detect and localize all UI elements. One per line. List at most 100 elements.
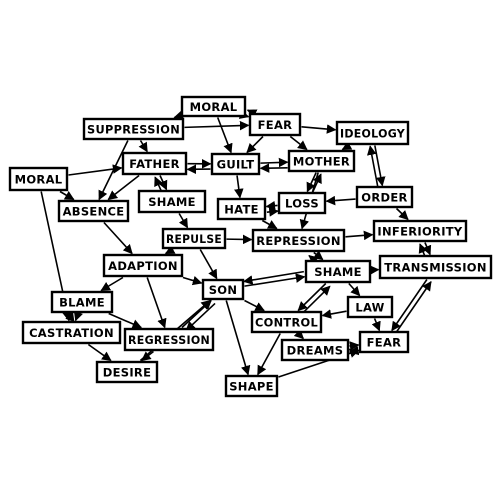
edge-hate-to-repression [261, 219, 278, 230]
node-label: MORAL [190, 100, 238, 114]
node-fear-top: FEAR [248, 112, 302, 137]
node-control: CONTROL [250, 310, 323, 334]
edge-ideology-to-mother [341, 141, 353, 151]
node-box [95, 360, 159, 384]
node-label: CONTROL [255, 316, 318, 330]
node-label: MORAL [15, 173, 63, 187]
node-shape: SHAPE [224, 374, 279, 398]
node-label: MOTHER [293, 155, 350, 169]
edge-repression-to-shame_mid [312, 250, 324, 261]
edge-guilt-to-hate [234, 175, 244, 199]
node-label: ABSENCE [63, 205, 125, 219]
edge-suppression-to-absence [98, 140, 129, 201]
node-label: HATE [224, 203, 259, 217]
node-box [378, 254, 493, 280]
edge-blame-to-castration [73, 310, 83, 322]
edge-moral_left-to-absence [59, 190, 75, 201]
edge-shame_mid-to-control [297, 282, 327, 312]
node-loss: LOSS [277, 191, 327, 215]
node-father: FATHER [121, 151, 188, 176]
node-label: TRANSMISSION [384, 261, 487, 275]
edge-transmission-to-fear_bottom [391, 279, 428, 332]
node-label: REPULSE [166, 232, 222, 246]
node-label: FEAR [367, 336, 402, 350]
edge-transmission-to-inferiority [418, 243, 428, 257]
edge-control-to-shame_mid [301, 285, 331, 314]
node-label: SUPPRESSION [87, 123, 180, 137]
edge-fear_top-to-ideology [301, 124, 337, 134]
node-box [201, 278, 245, 301]
edge-absence-to-adaption [103, 221, 133, 255]
edge-inferiority-to-transmission [422, 242, 432, 256]
node-label: LOSS [285, 197, 319, 211]
node-box [287, 149, 356, 173]
node-box [82, 117, 185, 141]
node-repression: REPRESSION [251, 228, 346, 253]
node-box [251, 228, 346, 253]
node-dreams: DREAMS [280, 338, 350, 362]
node-label: SON [209, 283, 238, 297]
edge-moral_top-to-fear_top [238, 109, 250, 119]
edge-hate-to-loss [266, 207, 279, 217]
edge-repression-to-inferiority [345, 230, 374, 241]
node-shame-mid: SHAME [304, 259, 372, 284]
node-label: IDEOLOGY [340, 127, 405, 141]
node-box [346, 295, 394, 319]
edge-adaption-to-blame [100, 276, 124, 292]
edge-mother-to-guilt [259, 163, 288, 173]
node-label: LAW [355, 301, 384, 315]
node-label: ORDER [361, 191, 407, 205]
node-label: REGRESSION [128, 333, 210, 347]
node-box [355, 185, 414, 209]
edge-suppression-to-father [138, 140, 148, 153]
node-label: SHAME [148, 195, 196, 209]
edge-castration-to-desire [87, 343, 112, 362]
node-box [280, 338, 350, 362]
edge-order-to-inferiority [395, 207, 409, 221]
node-box [335, 120, 410, 146]
node-box [224, 374, 279, 398]
node-blame: BLAME [50, 290, 114, 314]
node-castration: CASTRATION [21, 320, 122, 345]
edge-guilt-to-mother [260, 157, 289, 168]
edge-father-to-absence [107, 174, 140, 201]
edge-blame-to-regression [108, 312, 143, 329]
node-label: DESIRE [103, 366, 151, 380]
node-label: REPRESSION [256, 234, 341, 248]
edge-adaption-to-regression [146, 277, 167, 329]
node-box [358, 330, 410, 354]
edge-law-to-control [321, 309, 347, 319]
edge-son-to-shame_mid [244, 273, 306, 287]
node-box [180, 95, 247, 118]
edge-son-to-control [244, 299, 265, 312]
edge-moral_top-to-guilt [216, 117, 233, 154]
node-hate: HATE [216, 197, 267, 221]
node-box [210, 152, 261, 176]
node-box [161, 227, 227, 250]
edge-fear_bottom-to-transmission [395, 280, 432, 334]
node-label: DREAMS [287, 344, 344, 358]
edge-father-to-shame_top [158, 175, 168, 191]
node-moral-left: MORAL [8, 166, 69, 192]
edge-loss-to-hate [265, 200, 278, 211]
edge-suppression-to-fear_top [184, 120, 250, 131]
node-inferiority: INFERIORITY [372, 219, 468, 243]
edge-regression-to-desire [141, 350, 154, 362]
node-moral-top: MORAL [180, 95, 247, 118]
edge-son-to-shape [225, 300, 251, 376]
edge-fear_top-to-moral_top [246, 109, 258, 119]
node-label: FATHER [129, 157, 180, 171]
node-transmission: TRANSMISSION [378, 254, 493, 280]
edge-repulse-to-son [199, 249, 218, 280]
edge-order-to-loss [325, 195, 356, 206]
node-label: FEAR [258, 118, 293, 132]
node-order: ORDER [355, 185, 414, 209]
edge-control-to-shape [257, 333, 281, 376]
edge-moral_top-to-suppression [173, 110, 185, 120]
edge-fear_top-to-mother [289, 135, 308, 151]
node-son: SON [201, 278, 245, 301]
node-fear-bottom: FEAR [358, 330, 410, 354]
node-box [121, 151, 188, 176]
edge-regression-to-son [181, 299, 212, 329]
